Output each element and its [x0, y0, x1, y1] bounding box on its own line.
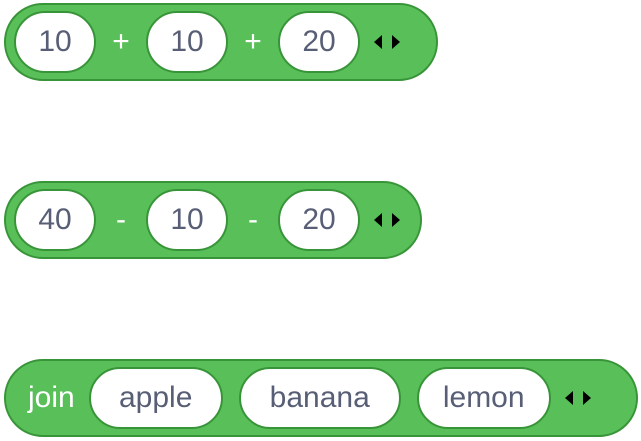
addition-block[interactable]: 10 + 10 + 20 [4, 3, 438, 81]
subtraction-block[interactable]: 40 - 10 - 20 [4, 181, 422, 259]
join-input-2[interactable]: banana [238, 367, 401, 429]
join-input-3[interactable]: lemon [416, 367, 551, 429]
join-input-1[interactable]: apple [88, 367, 223, 429]
arrow-right-icon[interactable] [392, 213, 400, 227]
join-block[interactable]: join apple banana lemon [4, 359, 638, 437]
operand-input-2[interactable]: 10 [146, 11, 228, 73]
operand-input-2[interactable]: 10 [146, 189, 228, 251]
operand-input-3[interactable]: 20 [278, 189, 360, 251]
plus-operator: + [112, 25, 130, 58]
operand-input-1[interactable]: 40 [14, 189, 96, 251]
minus-operator: - [116, 203, 126, 236]
expand-collapse-arrows [564, 391, 591, 405]
arrow-right-icon[interactable] [582, 391, 591, 405]
arrow-left-icon[interactable] [374, 213, 382, 227]
expand-collapse-arrows [374, 35, 400, 49]
arrow-left-icon[interactable] [374, 35, 382, 49]
arrow-right-icon[interactable] [392, 35, 400, 49]
expand-collapse-arrows [374, 213, 400, 227]
arrow-left-icon[interactable] [564, 391, 573, 405]
plus-operator: + [244, 25, 262, 58]
operand-input-1[interactable]: 10 [14, 11, 96, 73]
operand-input-3[interactable]: 20 [278, 11, 360, 73]
join-label: join [28, 381, 75, 414]
minus-operator: - [248, 203, 258, 236]
